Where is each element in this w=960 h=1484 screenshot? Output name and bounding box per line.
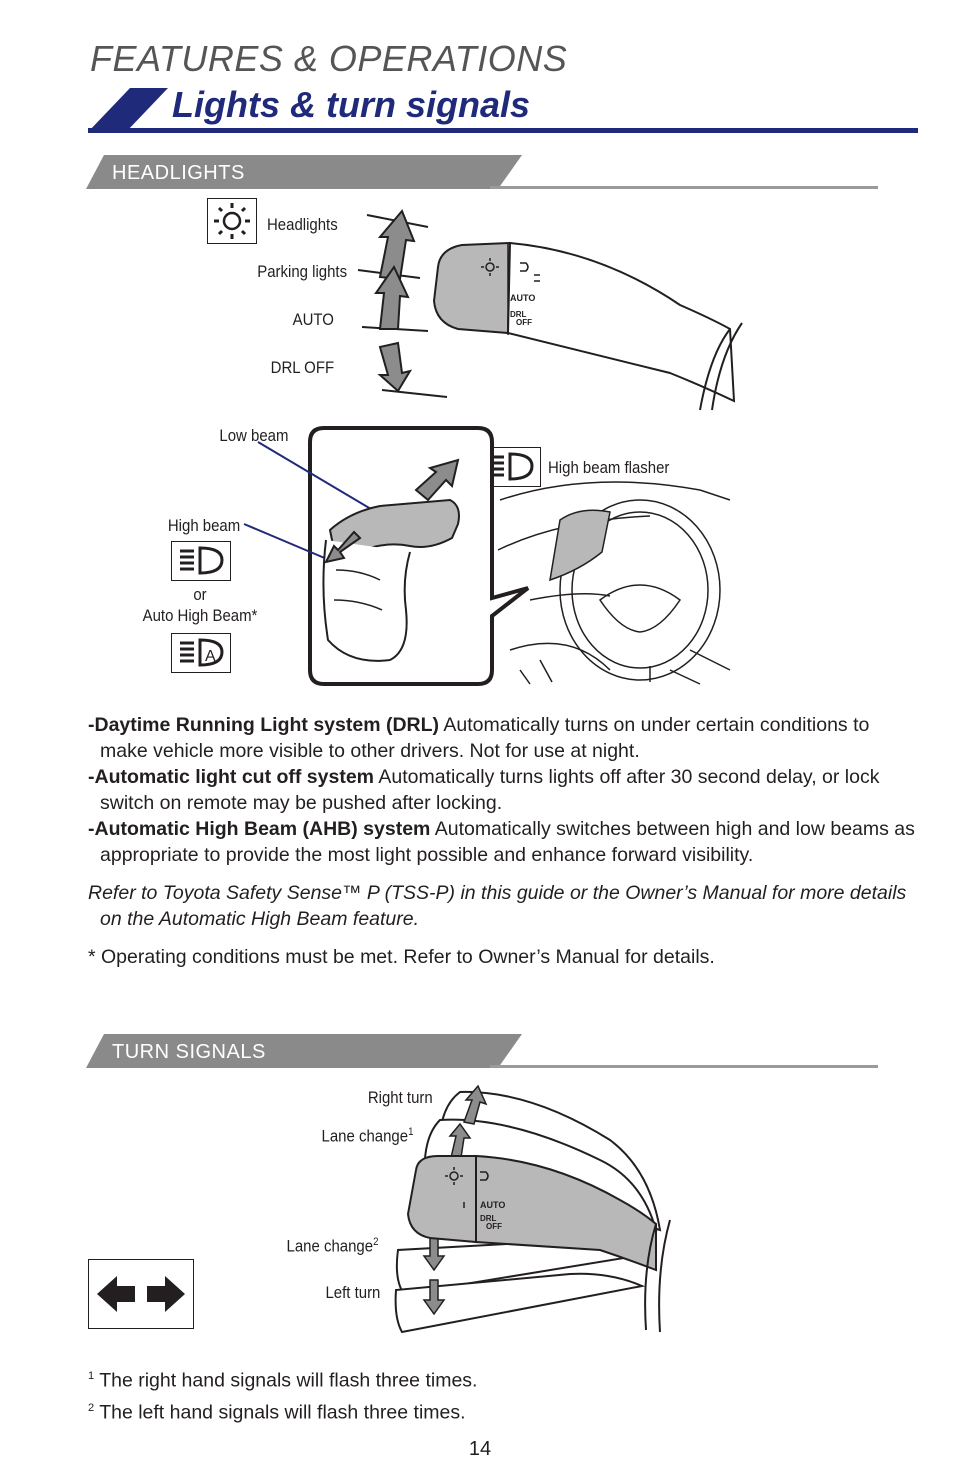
footnotes: 1 The right hand signals will flash thre… (88, 1363, 788, 1426)
lane-change-2-sup: 2 (372, 1236, 378, 1248)
turn-signal-stalk-diagram: AUTO DRL OFF (394, 1084, 671, 1334)
turn-stalk-off-label: OFF (486, 1222, 502, 1231)
asterisk-note: * Operating conditions must be met. Refe… (88, 946, 715, 968)
left-turn-label: Left turn (325, 1283, 380, 1302)
position-drl-off: DRL OFF (270, 358, 334, 377)
lane-change-1-text: Lane change (321, 1126, 408, 1146)
note-drl-heading: -Daytime Running Light system (DRL) (88, 714, 440, 736)
page-title: Lights & turn signals (172, 84, 531, 125)
high-beam-flasher-label: High beam flasher (548, 458, 670, 477)
beam-operation-illustration (243, 426, 731, 686)
stalk-auto-label: AUTO (510, 293, 535, 303)
note-ahb: -Automatic High Beam (AHB) system Automa… (88, 816, 918, 868)
turn-stalk-drl-label: DRL (480, 1214, 497, 1223)
lane-change-1-label: Lane change1 (321, 1126, 413, 1147)
footnote-2-mark: 2 (88, 1401, 95, 1414)
high-beam-icon (180, 546, 224, 575)
note-drl-text: Automatically turns on under certain con… (100, 714, 870, 762)
turn-signals-tab-shape (86, 1034, 878, 1068)
high-beam-label: High beam (167, 516, 240, 535)
notes-block: -Daytime Running Light system (DRL) Auto… (88, 712, 918, 970)
turn-stalk-auto-label: AUTO (480, 1200, 505, 1210)
lane-change-2-text: Lane change (286, 1236, 373, 1256)
position-auto: AUTO (292, 310, 334, 329)
or-label: or (193, 585, 207, 604)
note-light-cutoff: -Automatic light cut off system Automati… (88, 764, 918, 816)
position-parking-lights: Parking lights (257, 262, 347, 281)
auto-high-beam-icon: A (180, 638, 224, 667)
low-beam-label: Low beam (218, 426, 288, 445)
stalk-off-label: OFF (516, 318, 532, 327)
svg-text:A: A (205, 648, 216, 665)
right-turn-label: Right turn (368, 1088, 433, 1107)
footnote-1-mark: 1 (88, 1370, 95, 1382)
lane-change-1-sup: 1 (407, 1126, 413, 1138)
footnote-2-text: The left hand signals will flash three t… (94, 1401, 466, 1423)
headlight-symbol-box (207, 198, 257, 244)
headlight-sun-icon (214, 203, 250, 239)
turn-signals-tab: TURN SIGNALS (112, 1041, 266, 1063)
note-ahb-heading: -Automatic High Beam (AHB) system (88, 818, 431, 840)
footnote-1-text: The right hand signals will flash three … (94, 1369, 478, 1392)
title-banner (88, 88, 918, 133)
auto-high-beam-symbol-box: A (171, 633, 231, 673)
footnote-2: 2 The left hand signals will flash three… (88, 1395, 788, 1427)
turn-arrows-icon (97, 1276, 185, 1312)
headlights-tab-shape (86, 155, 878, 189)
note-ahb-text: Automatically switches between high and … (100, 818, 915, 866)
lane-change-2-label: Lane change2 (286, 1236, 378, 1257)
note-drl: -Daytime Running Light system (DRL) Auto… (88, 712, 918, 764)
page-number: 14 (468, 1438, 492, 1460)
high-beam-symbol-box (171, 541, 231, 581)
note-light-cutoff-heading: -Automatic light cut off system (88, 766, 375, 788)
headlight-switch-diagram: AUTO DRL OFF (357, 209, 743, 411)
turn-signal-symbol-box (88, 1259, 194, 1329)
stalk-drl-label: DRL (510, 310, 527, 319)
auto-high-beam-label: Auto High Beam* (142, 606, 258, 625)
section-title: FEATURES & OPERATIONS (90, 38, 568, 79)
refer-note: Refer to Toyota Safety Sense™ P (TSS-P) … (88, 882, 907, 930)
note-light-cutoff-text: Automatically turns lights off after 30 … (100, 766, 880, 814)
footnote-1: 1 The right hand signals will flash thre… (88, 1363, 788, 1395)
headlights-tab: HEADLIGHTS (112, 162, 245, 184)
position-headlights: Headlights (267, 215, 338, 234)
